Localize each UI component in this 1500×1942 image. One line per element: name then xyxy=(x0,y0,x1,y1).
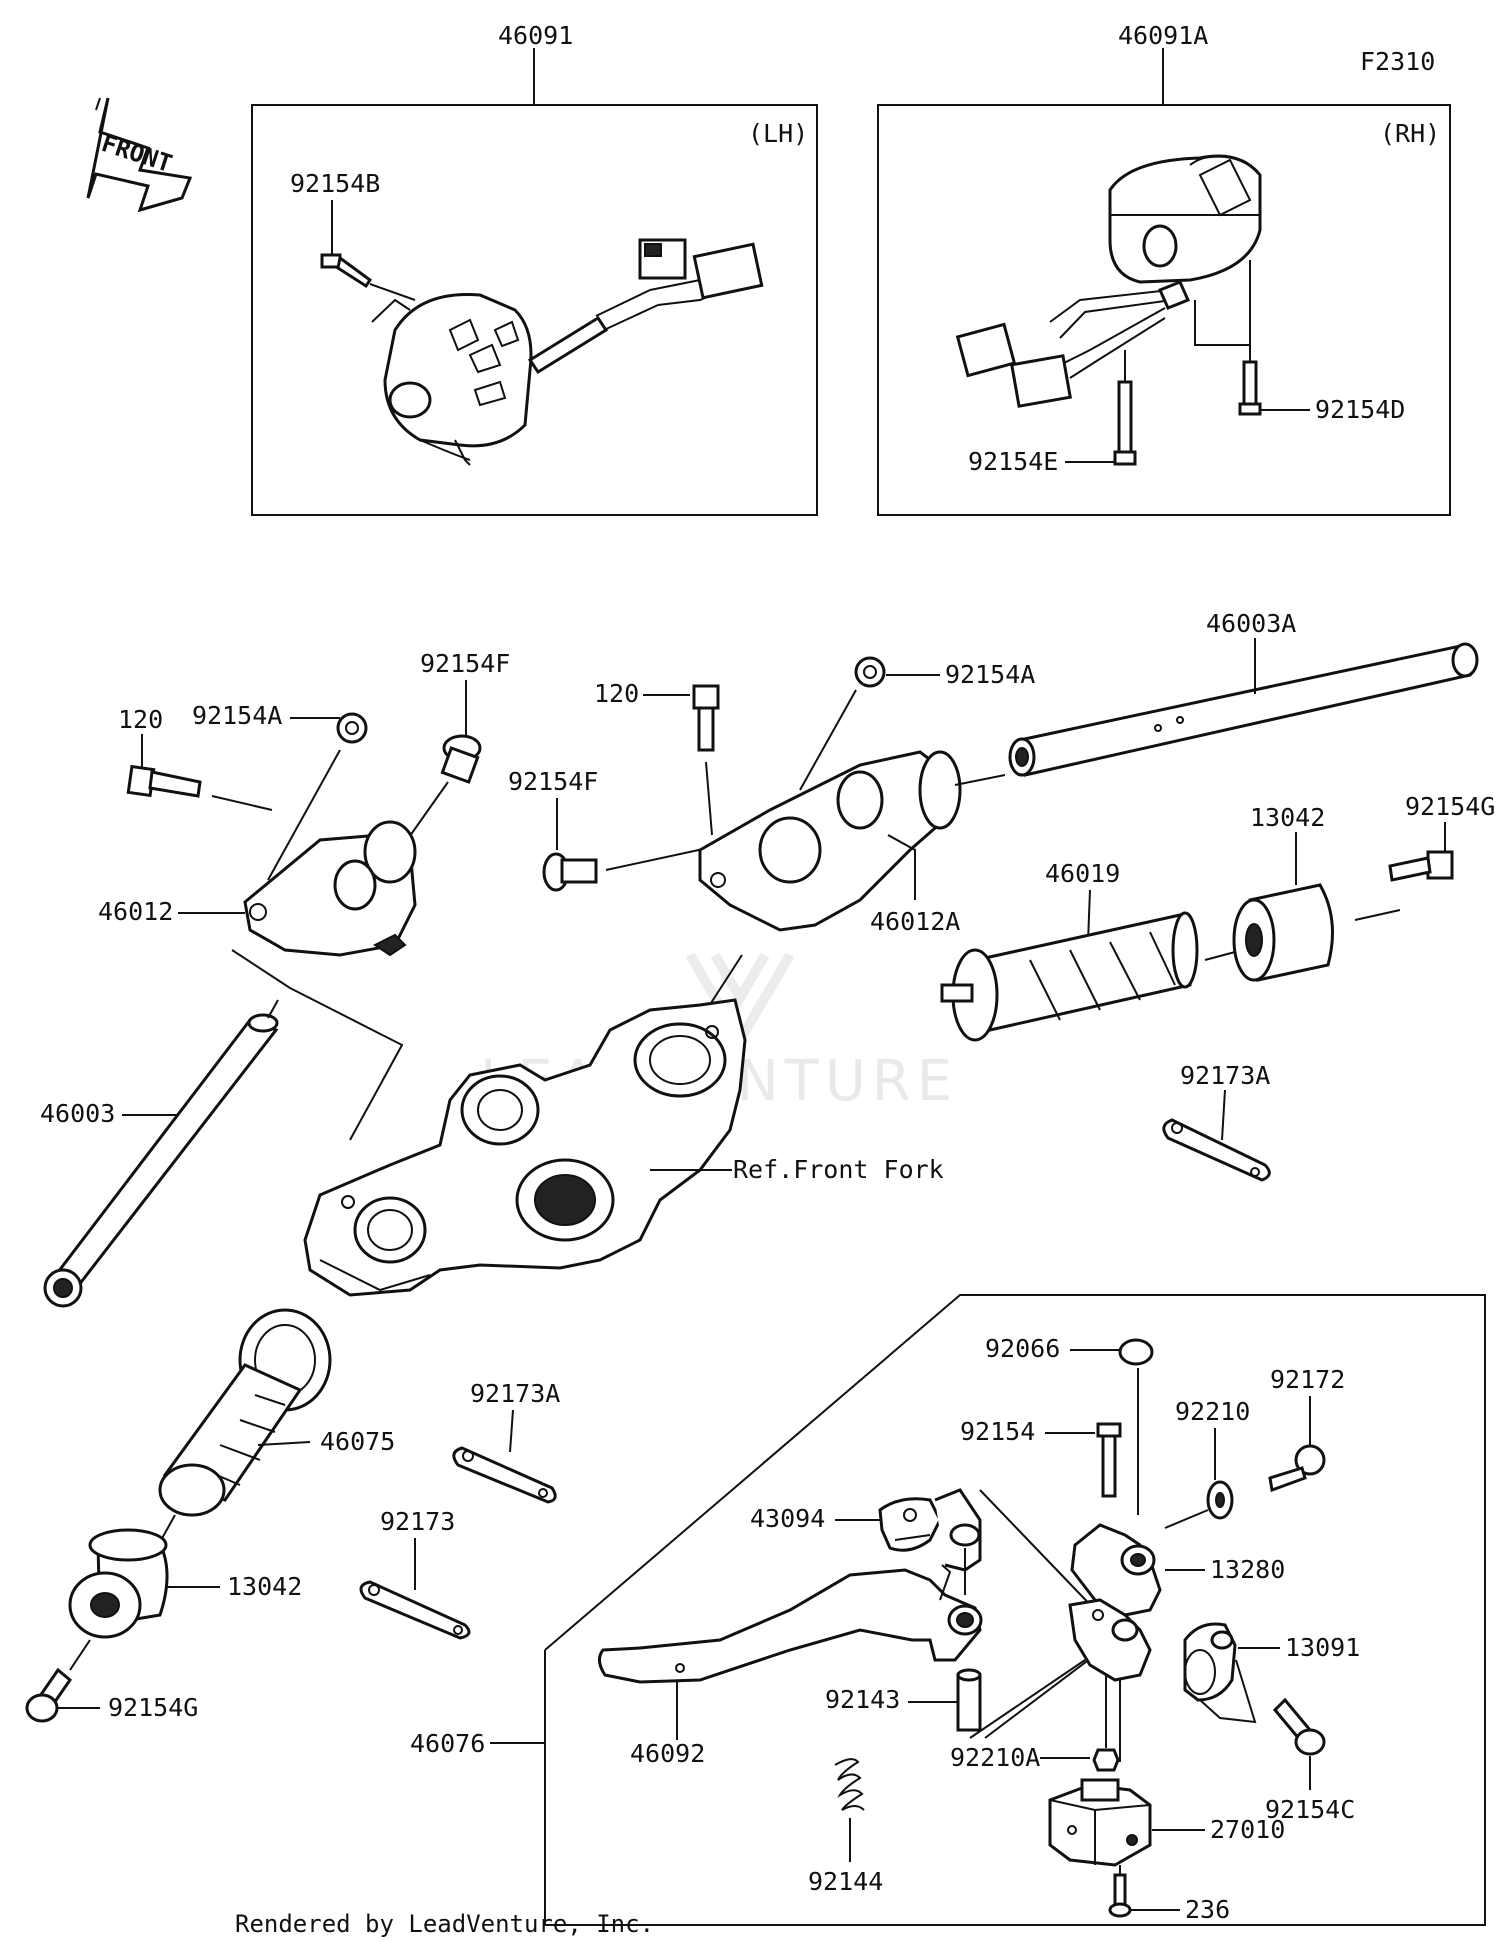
callout-27010: 27010 xyxy=(1210,1815,1285,1844)
diagram-code: F2310 xyxy=(1360,47,1435,76)
callout-46076: 46076 xyxy=(410,1729,485,1758)
callout-92154G-right: 92154G xyxy=(1405,792,1495,821)
cap-92066 xyxy=(1118,1338,1154,1366)
callout-92154F-mid: 92154F xyxy=(508,767,598,796)
callout-120-left: 120 xyxy=(118,705,163,734)
inset-lh-frame xyxy=(251,104,818,516)
inset-lever-frame xyxy=(544,1294,1486,1926)
screw-236 xyxy=(1108,1873,1132,1918)
lh-switch-housing xyxy=(371,292,533,466)
handlebar-46003A xyxy=(1008,642,1479,777)
callout-92173: 92173 xyxy=(380,1507,455,1536)
strap-92173A-left xyxy=(452,1446,557,1504)
callout-236: 236 xyxy=(1185,1895,1230,1924)
footer-credit: Rendered by LeadVenture, Inc. xyxy=(235,1910,654,1938)
lever-assembly-inset: 46076 92066 92154 92210 92172 43094 xyxy=(410,1294,1486,1926)
rh-part-number: 46091A xyxy=(1118,21,1208,50)
switch-43094 xyxy=(878,1497,942,1552)
bar-end-13042-right xyxy=(1232,883,1334,982)
screw-92172 xyxy=(1268,1444,1326,1493)
callout-92154A-left: 92154A xyxy=(192,701,282,730)
inset-rh-switch: 46091A (RH) 92154D xyxy=(877,21,1451,516)
handlebar-46003 xyxy=(43,1013,279,1308)
lh-harness xyxy=(527,238,764,375)
rh-side-label: (RH) xyxy=(1380,119,1440,148)
reference-front-fork: Ref.Front Fork xyxy=(733,1155,944,1184)
callout-46012: 46012 xyxy=(98,897,173,926)
strap-92173A-right xyxy=(1162,1118,1271,1182)
switch-27010 xyxy=(1048,1778,1152,1867)
strap-92173 xyxy=(359,1580,471,1640)
bolt-92154G-left xyxy=(25,1667,73,1723)
screw-92154F-mid xyxy=(542,852,598,892)
callout-13091: 13091 xyxy=(1285,1633,1360,1662)
rh-harness xyxy=(955,280,1191,408)
screw-92154C xyxy=(1272,1697,1326,1756)
lever-46092 xyxy=(598,1564,983,1684)
callout-92173A-right: 92173A xyxy=(1180,1061,1270,1090)
bolt-120-left xyxy=(126,764,273,811)
callout-46019: 46019 xyxy=(1045,859,1120,888)
grip-46075 xyxy=(158,1308,332,1517)
lh-side-label: (LH) xyxy=(748,119,808,148)
callout-92143: 92143 xyxy=(825,1685,900,1714)
callout-92173A-left: 92173A xyxy=(470,1379,560,1408)
callout-43094: 43094 xyxy=(750,1504,825,1533)
callout-120-mid: 120 xyxy=(594,679,639,708)
inset-lh-switch: 46091 (LH) 92154B xyxy=(251,21,818,516)
front-arrow-icon: FRONT xyxy=(86,97,193,213)
callout-46075: 46075 xyxy=(320,1427,395,1456)
callout-13042-right: 13042 xyxy=(1250,803,1325,832)
callout-92144: 92144 xyxy=(808,1867,883,1896)
callout-46003A: 46003A xyxy=(1206,609,1296,638)
clamp-46012A xyxy=(698,750,962,932)
callout-92154F-left: 92154F xyxy=(420,649,510,678)
clamp-13091 xyxy=(1183,1622,1237,1702)
screw-92154B xyxy=(320,253,416,301)
callout-46092: 46092 xyxy=(630,1739,705,1768)
callout-92210: 92210 xyxy=(1175,1397,1250,1426)
clamp-46012 xyxy=(243,820,417,957)
spring-92144 xyxy=(834,1758,865,1811)
callout-92154B: 92154B xyxy=(290,169,380,198)
grip-46019 xyxy=(940,911,1199,1042)
callout-92154: 92154 xyxy=(960,1417,1035,1446)
callout-46012A: 46012A xyxy=(870,907,960,936)
callout-92154G-left: 92154G xyxy=(108,1693,198,1722)
bar-end-13042-left xyxy=(68,1528,169,1639)
callout-92172: 92172 xyxy=(1270,1365,1345,1394)
callout-92154A-mid: 92154A xyxy=(945,660,1035,689)
callout-13042-left: 13042 xyxy=(227,1572,302,1601)
callout-13280: 13280 xyxy=(1210,1555,1285,1584)
callout-92066: 92066 xyxy=(985,1334,1060,1363)
nut-92210A xyxy=(1092,1748,1120,1772)
triple-clamp xyxy=(303,998,747,1297)
screw-92154E xyxy=(1065,350,1137,466)
bolt-92154G-right xyxy=(1388,850,1454,882)
screw-92154D xyxy=(1238,260,1310,416)
callout-92154C: 92154C xyxy=(1265,1795,1355,1824)
callout-92210A: 92210A xyxy=(950,1743,1040,1772)
bolt-92154 xyxy=(1096,1422,1122,1498)
callout-46003: 46003 xyxy=(40,1099,115,1128)
collar-92143 xyxy=(956,1668,982,1732)
lh-part-number: 46091 xyxy=(498,21,573,50)
callout-92154E: 92154E xyxy=(968,447,1058,476)
bracket-13280 xyxy=(1068,1523,1162,1682)
rh-switch-housing xyxy=(1108,154,1262,284)
callout-92154D: 92154D xyxy=(1315,395,1405,424)
screw-92154F-left xyxy=(440,734,482,784)
cap-92154A-left xyxy=(336,712,368,744)
bolt-120-mid xyxy=(692,684,720,752)
cap-92154A-mid xyxy=(854,656,886,688)
